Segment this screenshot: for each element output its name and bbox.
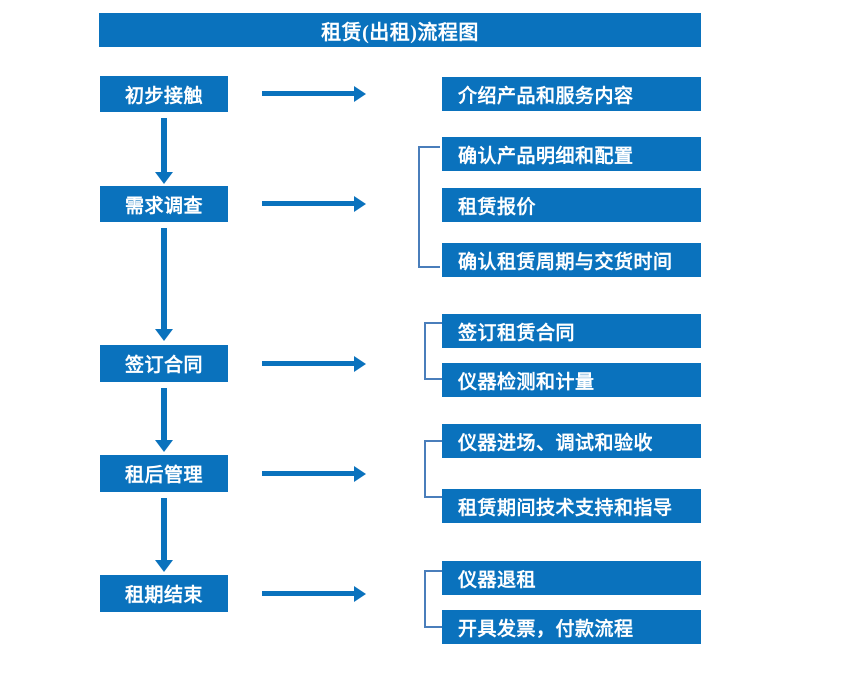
vertical-arrow-step4-to-step5 [153, 498, 175, 572]
detail-box-confirm-rental-period[interactable]: 确认租赁周期与交货时间 [442, 243, 701, 277]
diagram-title: 租赁(出租)流程图 [99, 13, 701, 47]
step-box-rental-end[interactable]: 租期结束 [100, 575, 228, 612]
step-box-post-rental-management[interactable]: 租后管理 [100, 455, 228, 492]
step-box-sign-contract[interactable]: 签订合同 [100, 345, 228, 382]
step-box-initial-contact[interactable]: 初步接触 [100, 76, 228, 112]
step-box-demand-survey[interactable]: 需求调查 [100, 186, 228, 222]
horizontal-arrow-step1 [262, 84, 366, 104]
horizontal-arrow-step2 [262, 194, 366, 214]
detail-box-instrument-return[interactable]: 仪器退租 [442, 561, 701, 595]
detail-box-technical-support[interactable]: 租赁期间技术支持和指导 [442, 489, 701, 523]
horizontal-arrow-step4 [262, 464, 366, 484]
detail-box-invoice-payment[interactable]: 开具发票，付款流程 [442, 610, 701, 644]
vertical-arrow-step2-to-step3 [153, 228, 175, 341]
bracket-group-sign-contract [424, 322, 442, 380]
bracket-group-demand-survey [418, 146, 440, 268]
horizontal-arrow-step5 [262, 584, 366, 604]
detail-box-instrument-inspection[interactable]: 仪器检测和计量 [442, 363, 701, 397]
horizontal-arrow-step3 [262, 354, 366, 374]
detail-box-confirm-product-details[interactable]: 确认产品明细和配置 [442, 137, 701, 171]
detail-box-instrument-entry-commissioning[interactable]: 仪器进场、调试和验收 [442, 424, 701, 458]
detail-box-sign-rental-contract[interactable]: 签订租赁合同 [442, 314, 701, 348]
vertical-arrow-step1-to-step2 [153, 118, 175, 184]
vertical-arrow-step3-to-step4 [153, 388, 175, 452]
detail-box-introduce-products[interactable]: 介绍产品和服务内容 [442, 77, 701, 111]
bracket-group-post-rental [424, 440, 442, 498]
bracket-group-rental-end [424, 570, 442, 628]
detail-box-rental-quote[interactable]: 租赁报价 [442, 188, 701, 222]
